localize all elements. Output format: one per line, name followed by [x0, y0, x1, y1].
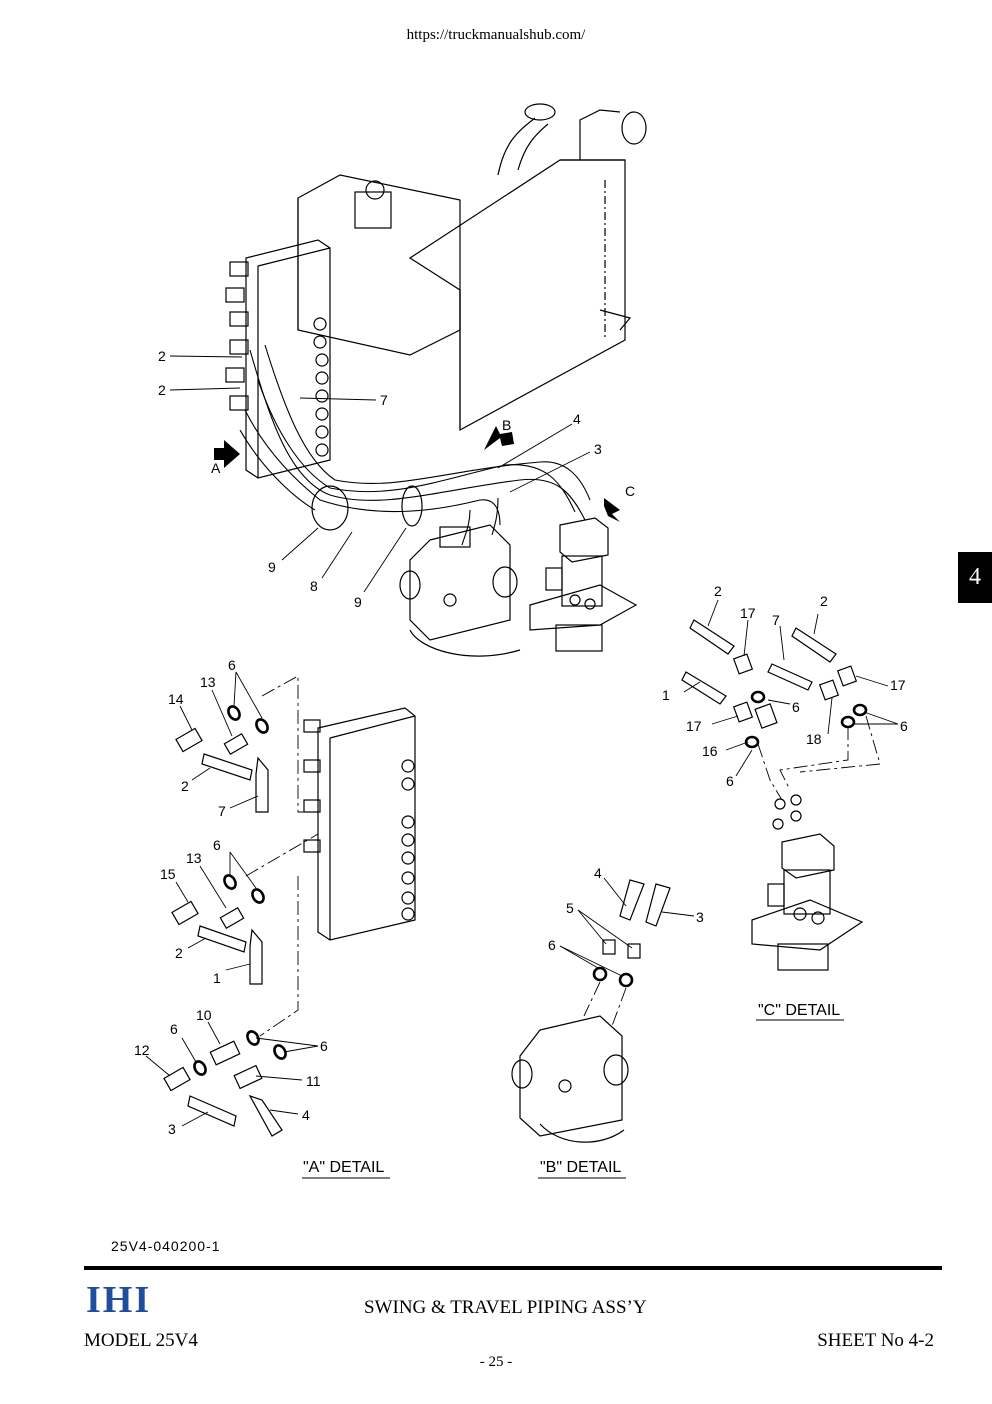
arrow-c-icon — [604, 498, 620, 522]
callout-label: 13 — [200, 674, 216, 690]
hose-bundle — [239, 344, 591, 546]
callout-label: 1 — [662, 687, 670, 703]
detail-c-caption: "C" DETAIL — [758, 1002, 840, 1019]
detail-c-fittings — [681, 619, 858, 729]
detail-a-valve — [303, 707, 416, 941]
sheet-number: SHEET No 4-2 — [817, 1330, 934, 1351]
detail-b-leader-lines — [559, 877, 695, 977]
main-leader-lines — [169, 355, 591, 593]
detail-c-center-joint — [751, 794, 864, 971]
callout-label: 2 — [158, 348, 166, 364]
callout-label: 3 — [594, 441, 602, 457]
detail-b-valve — [511, 1015, 629, 1143]
callout-label: 6 — [170, 1021, 178, 1037]
sheet-title: SWING & TRAVEL PIPING ASS’Y — [364, 1297, 647, 1318]
detail-b-caption: "B" DETAIL — [540, 1159, 621, 1176]
arrow-b-icon — [484, 426, 514, 450]
detail-b-dashed-links — [583, 981, 627, 1027]
center-joint-c — [529, 517, 638, 652]
detail-c-leader-lines — [683, 599, 899, 777]
view-arrows — [214, 426, 620, 522]
callout-label: 4 — [302, 1107, 310, 1123]
callout-label: 6 — [213, 837, 221, 853]
detail-a-leader-lines — [145, 671, 319, 1127]
callout-label: 6 — [548, 937, 556, 953]
detail-c-dashed-links — [757, 715, 881, 801]
callout-label: 15 — [160, 866, 176, 882]
callout-label: B — [502, 417, 511, 433]
detail-a-o-rings — [193, 705, 287, 1076]
page-number: - 25 - — [479, 1354, 513, 1370]
hose-clamps — [311, 485, 423, 531]
callout-label: 8 — [310, 578, 318, 594]
callout-label: 9 — [268, 559, 276, 575]
detail-b-fittings — [602, 879, 671, 959]
model-label: MODEL 25V4 — [84, 1330, 198, 1351]
callout-label: 17 — [686, 718, 702, 734]
drawing-number: 25V4-040200-1 — [111, 1238, 221, 1254]
callout-label: 2 — [714, 583, 722, 599]
swing-valve-b — [399, 524, 521, 657]
callout-label: 4 — [573, 411, 581, 427]
callout-label: 1 — [213, 970, 221, 986]
callout-label: 2 — [158, 382, 166, 398]
callout-label: 11 — [306, 1073, 321, 1089]
arrow-a-icon — [214, 440, 240, 468]
control-valve-stack — [225, 239, 331, 479]
callout-label: 2 — [175, 945, 183, 961]
callout-label: 6 — [792, 699, 800, 715]
callout-label: 6 — [228, 657, 236, 673]
callout-label: 3 — [696, 909, 704, 925]
callout-label: 6 — [900, 718, 908, 734]
callout-label: C — [625, 483, 635, 499]
callout-label: 6 — [726, 773, 734, 789]
callout-label: 14 — [168, 691, 184, 707]
callout-label: 3 — [168, 1121, 176, 1137]
callout-label: 4 — [594, 865, 602, 881]
callout-label: 10 — [196, 1007, 212, 1023]
callout-label: 16 — [702, 743, 718, 759]
callout-label: 6 — [320, 1038, 328, 1054]
callout-label: 7 — [218, 803, 226, 819]
footer-rule — [84, 1266, 942, 1270]
source-url[interactable]: https://truckmanualshub.com/ — [406, 27, 586, 43]
ihi-logo: IHI — [86, 1279, 152, 1321]
callout-label: 7 — [380, 392, 388, 408]
callout-label: 2 — [820, 593, 828, 609]
chapter-tab: 4 — [958, 552, 992, 603]
detail-a-dashed-links — [245, 675, 319, 1037]
callout-label: 18 — [806, 731, 822, 747]
engine-radiator-block — [297, 103, 647, 432]
callout-label: 13 — [186, 850, 202, 866]
callout-label: 5 — [566, 900, 574, 916]
detail-a-caption: "A" DETAIL — [303, 1159, 384, 1176]
callout-label: 9 — [354, 594, 362, 610]
callout-label: 12 — [134, 1042, 150, 1058]
callout-label: 17 — [890, 677, 906, 693]
callout-labels: 2 2 7 A B 4 3 C 9 8 9 6 13 14 2 7 6 13 1… — [134, 348, 908, 1176]
callout-label: A — [211, 460, 221, 476]
callout-label: 2 — [181, 778, 189, 794]
detail-a-fittings — [163, 727, 283, 1137]
detail-c-o-rings — [744, 690, 868, 749]
callout-label: 7 — [772, 612, 780, 628]
detail-b-o-rings — [592, 966, 634, 988]
callout-label: 17 — [740, 605, 756, 621]
